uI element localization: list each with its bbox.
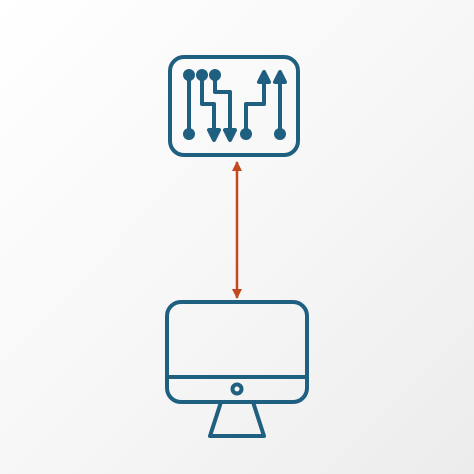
power-button (230, 382, 244, 396)
switch-lane-2 (196, 69, 221, 142)
switch-lane-4 (240, 70, 271, 140)
monitor-stand (208, 400, 266, 438)
monitor-frame (165, 300, 309, 404)
switch-lane-1 (183, 69, 195, 140)
desktop-monitor-icon (165, 300, 309, 438)
switch-lane-5 (273, 70, 287, 140)
switch-lane-3 (209, 69, 237, 142)
switch-frame (168, 55, 300, 157)
network-switch-icon (168, 55, 300, 157)
